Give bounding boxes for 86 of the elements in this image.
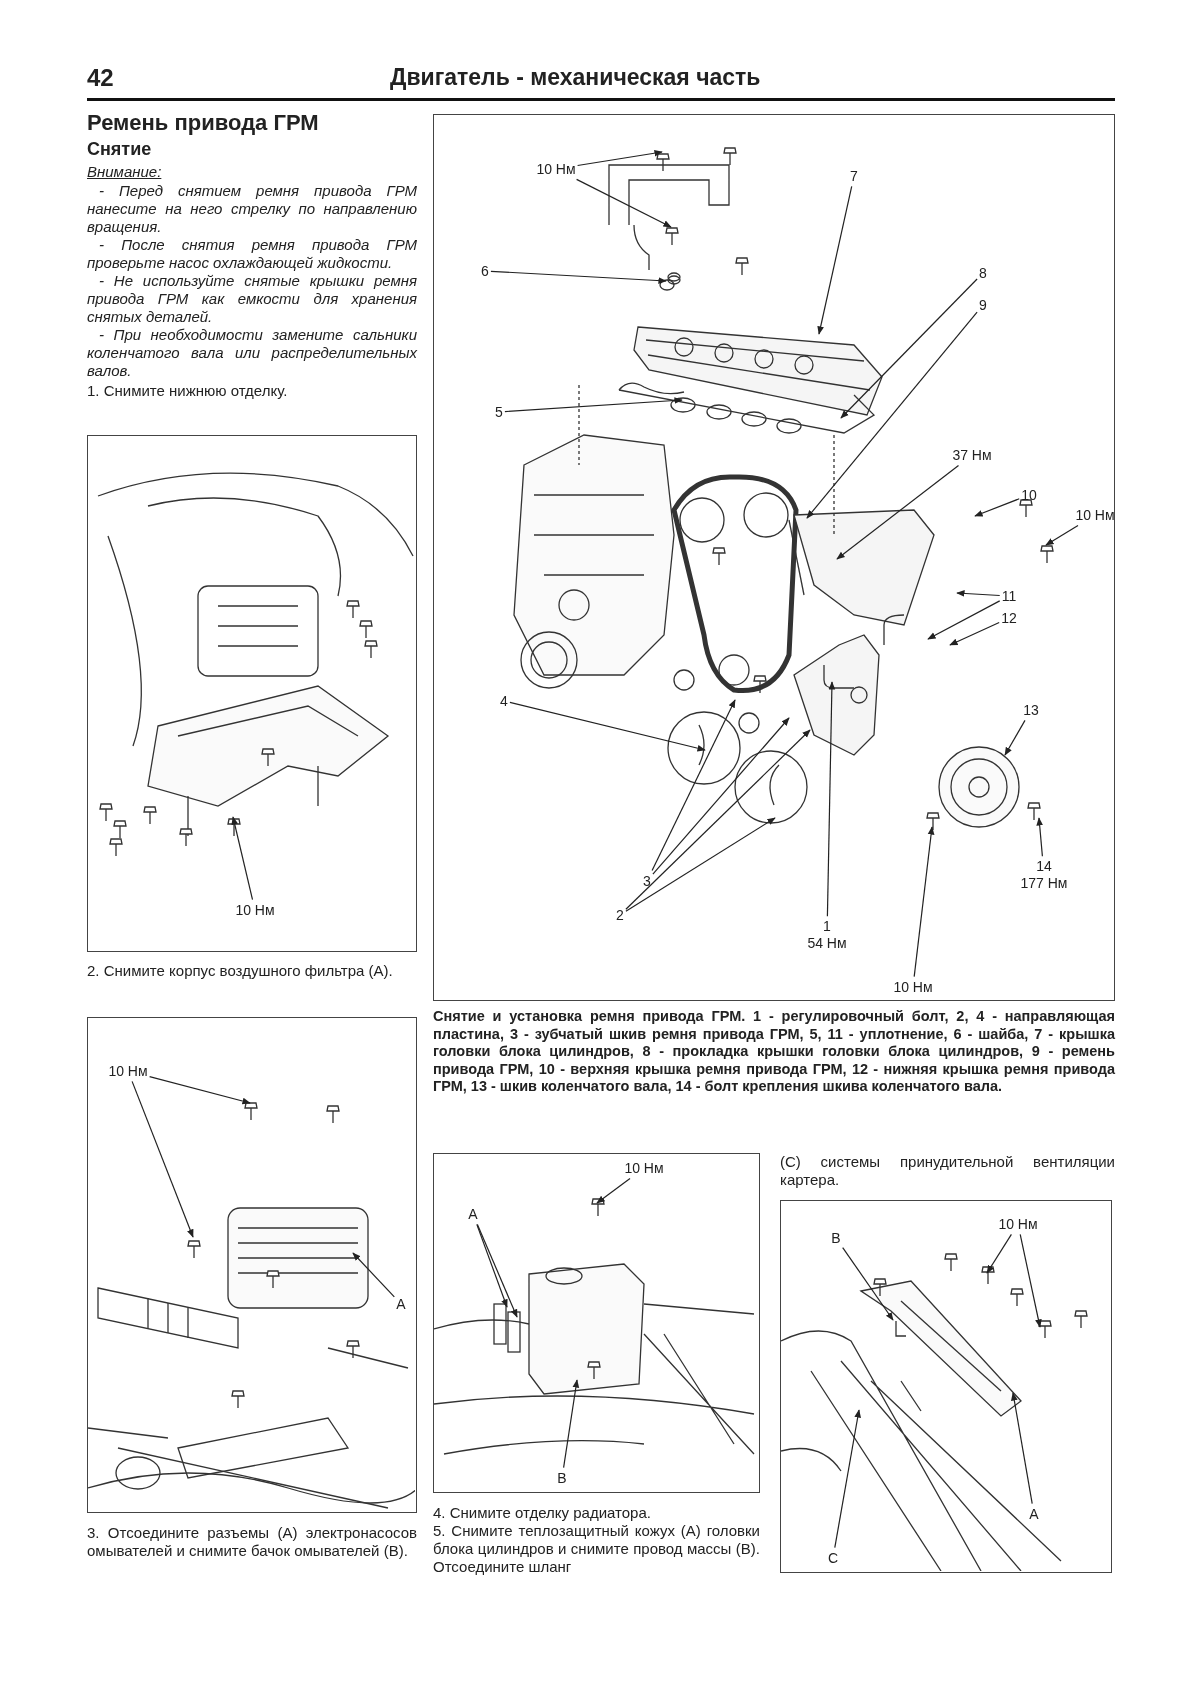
figure-panel bbox=[433, 114, 1115, 1001]
leader-line bbox=[1011, 1392, 1033, 1505]
torque-label: 177 Нм bbox=[1020, 875, 1068, 892]
leader-line bbox=[1045, 524, 1079, 546]
leader-line bbox=[956, 590, 1001, 597]
leader-line bbox=[476, 1223, 518, 1318]
instruction-step: 4. Снимите отделку радиатора. bbox=[433, 1504, 760, 1522]
leader-line bbox=[625, 817, 776, 912]
note-text: - После снятия ремня привода ГРМ проверьте насос охлаждающей жидкости. bbox=[87, 236, 417, 272]
callout-letter: B bbox=[831, 1229, 841, 1247]
leader-line bbox=[576, 178, 672, 228]
leader-line bbox=[836, 464, 960, 560]
leader-line bbox=[840, 278, 978, 419]
note-text: - Перед снятием ремня привода ГРМ нанесите на него стрелку по направлению вращения. bbox=[87, 182, 417, 236]
figure-panel bbox=[433, 1153, 760, 1493]
running-header: Двигатель - механическая часть bbox=[390, 64, 761, 91]
callout-number: 13 bbox=[1023, 701, 1039, 719]
leader-line bbox=[509, 701, 706, 752]
callout-number: 1 bbox=[822, 918, 832, 935]
leader-line bbox=[596, 1177, 631, 1204]
callout-number: 9 bbox=[979, 296, 987, 314]
leader-line bbox=[913, 826, 935, 978]
torque-label: 10 Нм bbox=[1075, 506, 1115, 524]
callout-letter: A bbox=[396, 1295, 406, 1313]
leader-line bbox=[231, 816, 254, 901]
callout-number: 4 bbox=[500, 692, 508, 710]
figure-panel bbox=[87, 1017, 417, 1513]
torque-label: 10 Нм bbox=[536, 160, 576, 178]
torque-label: 37 Нм bbox=[952, 446, 992, 464]
leader-line bbox=[1004, 719, 1026, 756]
torque-label: 10 Нм bbox=[998, 1215, 1038, 1233]
leader-line bbox=[504, 397, 683, 413]
leader-line bbox=[1036, 817, 1043, 857]
callout-letter: B bbox=[557, 1469, 567, 1487]
callout-letter: A bbox=[468, 1205, 478, 1223]
callout-number: 7 bbox=[850, 167, 858, 185]
leader-line bbox=[949, 621, 1000, 646]
callout-number: 10 bbox=[1021, 486, 1037, 504]
leader-line bbox=[563, 1379, 580, 1469]
leader-line bbox=[834, 1409, 861, 1549]
instruction-step: 2. Снимите корпус воздушного фильтра (А). bbox=[87, 962, 417, 980]
leader-line bbox=[490, 270, 667, 284]
torque-label: 10 Нм bbox=[235, 901, 275, 919]
leader-line bbox=[476, 1223, 508, 1308]
section-title: Ремень привода ГРМ bbox=[87, 110, 319, 136]
instruction-step: 1. Снимите нижнюю отделку. bbox=[87, 382, 417, 400]
figure-caption: Снятие и установка ремня привода ГРМ. 1 - регулировочный болт, 2, 4 - направляющая пластина, 3 - зубчатый шкив ремня привода ГРМ, 5, 11 - уплотнение, 6 - шайба, 7 - крышка головки блока цилиндров, 8 - прокладка крышки головки блока цилиндров, 9 - ремень привода ГРМ, 10 - верхняя крышка ремня привода ГРМ, 12 - нижняя крышка ремня привода ГРМ, 13 - шкив коленчатого вала, 14 - болт крепления шкива коленчатого вала. bbox=[433, 1008, 1115, 1096]
callout-number: 8 bbox=[979, 264, 987, 282]
leader-line bbox=[826, 681, 836, 917]
page-number: 42 bbox=[87, 64, 114, 92]
leader-line bbox=[806, 311, 978, 519]
leader-line bbox=[352, 1252, 395, 1298]
leader-line bbox=[652, 717, 790, 875]
torque-label: 10 Нм bbox=[108, 1062, 148, 1080]
leader-line bbox=[817, 185, 853, 335]
figure-panel bbox=[87, 435, 417, 952]
leader-line bbox=[131, 1080, 194, 1238]
instruction-step: (С) системы принудительной вентиляции картера. bbox=[780, 1153, 1115, 1189]
leader-line bbox=[651, 699, 736, 872]
note-text: - Не используйте снятые крышки ремня привода ГРМ как емкости для хранения снятых деталей. bbox=[87, 272, 417, 326]
leader-line bbox=[986, 1233, 1012, 1274]
leader-line bbox=[149, 1076, 251, 1105]
note-heading: Внимание: bbox=[87, 163, 162, 180]
callout-number: 14 bbox=[1035, 858, 1053, 875]
figure-panel bbox=[780, 1200, 1112, 1573]
callout-number: 6 bbox=[481, 262, 489, 280]
callout-letter: A bbox=[1029, 1505, 1039, 1523]
callout-number: 11 bbox=[1001, 587, 1017, 605]
torque-label: 10 Нм bbox=[893, 978, 933, 996]
callout-letter: C bbox=[827, 1549, 839, 1567]
callout-number: 12 bbox=[1001, 609, 1017, 627]
instruction-step: 3. Отсоедините разъемы (А) электронасосов омывателей и снимите бачок омывателей (В). bbox=[87, 1524, 417, 1560]
leader-line bbox=[927, 600, 1001, 640]
leader-line bbox=[974, 498, 1020, 517]
callout-number: 5 bbox=[495, 403, 503, 421]
subsection-heading: Снятие bbox=[87, 139, 152, 160]
leader-line bbox=[1019, 1233, 1042, 1328]
callout-number: 2 bbox=[616, 906, 624, 924]
torque-label: 54 Нм bbox=[807, 935, 847, 952]
instruction-step: 5. Снимите теплозащитный кожух (А) головки блока цилиндров и снимите провод массы (В). Отсоедините шланг bbox=[433, 1522, 760, 1576]
leader-line bbox=[577, 149, 663, 167]
torque-label: 10 Нм bbox=[624, 1159, 664, 1177]
callout-number: 3 bbox=[643, 872, 651, 890]
note-text: - При необходимости замените сальники коленчатого вала или распределительных валов. bbox=[87, 326, 417, 380]
leader-line bbox=[842, 1247, 894, 1321]
leader-line bbox=[625, 729, 811, 910]
